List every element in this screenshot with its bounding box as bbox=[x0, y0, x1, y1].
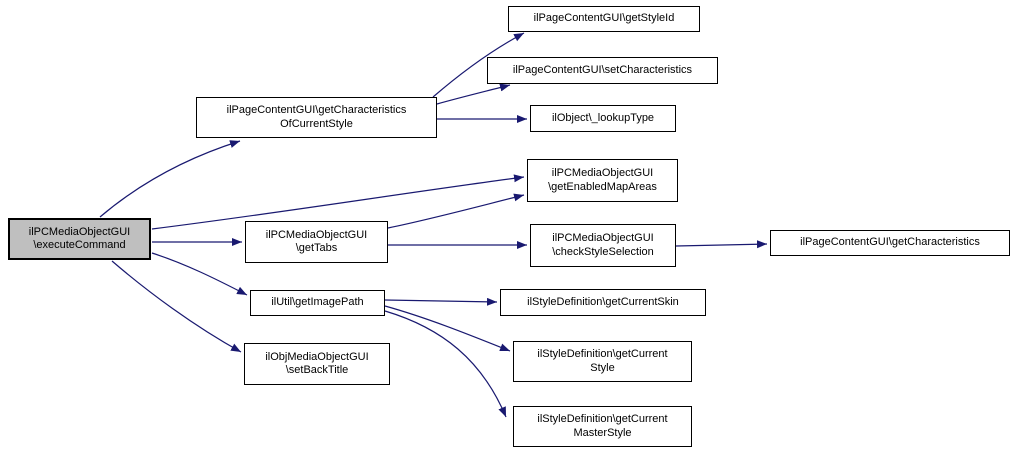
edge-getCharacteristicsOfCurrentStyle-setCharacteristics bbox=[436, 83, 511, 105]
edge-getImagePath-getCurrentStyle bbox=[384, 305, 511, 352]
edge-executeCommand-getEnabledMapAreas bbox=[151, 174, 525, 230]
edge-getImagePath-getCurrentSkin bbox=[384, 297, 498, 306]
node-getCurrentStyle[interactable]: ilStyleDefinition\getCurrent Style bbox=[513, 341, 692, 382]
node-label-line: ilPCMediaObjectGUI bbox=[265, 228, 368, 241]
node-label-line: ilStyleDefinition\getCurrent bbox=[537, 348, 668, 360]
node-getCharacteristics[interactable]: ilPageContentGUI\getCharacteristics bbox=[770, 230, 1010, 256]
edge-executeCommand-getCharacteristicsOfCurrentStyle bbox=[99, 140, 241, 218]
edge-executeCommand-getImagePath bbox=[151, 252, 248, 296]
node-label-line: \setBackTitle bbox=[285, 364, 349, 376]
edge-checkStyleSelection-getCharacteristics bbox=[675, 240, 768, 249]
node-label-line: \checkStyleSelection bbox=[552, 245, 654, 258]
node-label-line: ilObject\_lookupType bbox=[551, 111, 655, 124]
node-executeCommand: ilPCMediaObjectGUI \executeCommand bbox=[8, 218, 151, 260]
node-getTabs[interactable]: ilPCMediaObjectGUI \getTabs bbox=[245, 221, 388, 263]
node-label-line: MasterStyle bbox=[573, 426, 632, 439]
node-setCharacteristics[interactable]: ilPageContentGUI\setCharacteristics bbox=[487, 57, 718, 84]
node-label-line: \executeCommand bbox=[33, 239, 126, 251]
node-label-line: \getTabs bbox=[295, 242, 338, 254]
node-label-line: ilPageContentGUI\setCharacteristics bbox=[512, 63, 693, 76]
edge-executeCommand-setBackTitle bbox=[111, 260, 242, 353]
node-getCharacteristicsOfCurrentStyle[interactable]: ilPageContentGUI\getCharacteristics OfCu… bbox=[196, 97, 437, 138]
node-label-line: ilPageContentGUI\getStyleId bbox=[533, 12, 675, 25]
node-setBackTitle[interactable]: ilObjMediaObjectGUI \setBackTitle bbox=[244, 343, 390, 385]
edge-getCharacteristicsOfCurrentStyle-getStyleId bbox=[432, 32, 525, 98]
node-getEnabledMapAreas[interactable]: ilPCMediaObjectGUI \getEnabledMapAreas bbox=[527, 159, 678, 202]
node-label-line: ilPageContentGUI\getCharacteristics bbox=[800, 236, 980, 249]
node-label-line: ilStyleDefinition\getCurrent bbox=[537, 413, 668, 425]
node-getCurrentSkin[interactable]: ilStyleDefinition\getCurrentSkin bbox=[500, 289, 706, 316]
node-label-line: ilStyleDefinition\getCurrentSkin bbox=[527, 295, 679, 308]
node-label-line: ilUtil\getImagePath bbox=[271, 296, 364, 309]
node-label-line: \getEnabledMapAreas bbox=[548, 180, 657, 193]
node-getStyleId[interactable]: ilPageContentGUI\getStyleId bbox=[508, 6, 700, 32]
node-label-line: ilPCMediaObjectGUI bbox=[551, 167, 654, 179]
node-label-line: ilPCMediaObjectGUI bbox=[552, 232, 654, 244]
edge-getImagePath-getCurrentMasterStyle bbox=[384, 310, 507, 418]
edge-getTabs-getEnabledMapAreas bbox=[387, 193, 525, 229]
node-label-line: Style bbox=[590, 361, 615, 374]
node-label-line: ilPageContentGUI\getCharacteristics bbox=[226, 104, 407, 116]
node-label-line: ilPCMediaObjectGUI bbox=[28, 225, 131, 238]
node-getImagePath[interactable]: ilUtil\getImagePath bbox=[250, 290, 385, 316]
node-label-line: OfCurrentStyle bbox=[280, 117, 353, 130]
node-lookupType[interactable]: ilObject\_lookupType bbox=[530, 105, 676, 132]
node-getCurrentMasterStyle[interactable]: ilStyleDefinition\getCurrent MasterStyle bbox=[513, 406, 692, 447]
node-checkStyleSelection[interactable]: ilPCMediaObjectGUI \checkStyleSelection bbox=[530, 224, 676, 267]
node-label-line: ilObjMediaObjectGUI bbox=[265, 350, 369, 363]
